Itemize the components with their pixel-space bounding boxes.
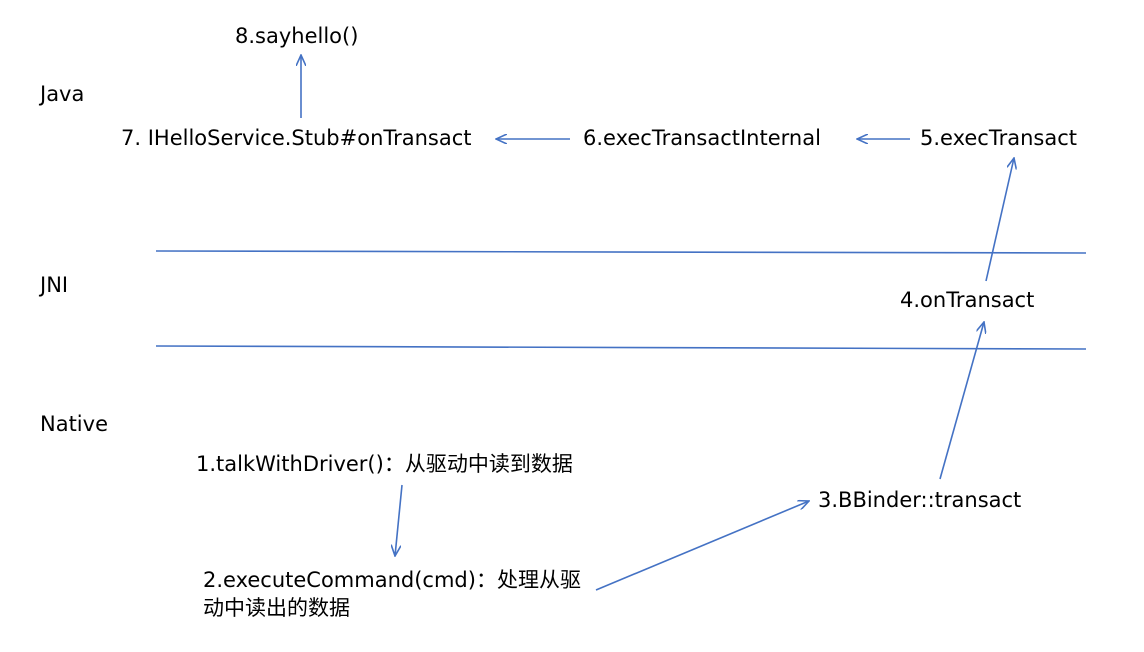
layer-label-jni: JNI xyxy=(40,273,69,297)
step-2-label: 2.executeCommand(cmd)：处理从驱动中读出的数据 xyxy=(203,568,581,620)
step-1-label: 1.talkWithDriver()：从驱动中读到数据 xyxy=(196,452,573,476)
java-jni-separator xyxy=(155,250,1087,254)
layer-label-java: Java xyxy=(40,82,85,106)
jni-native-separator xyxy=(155,345,1087,350)
arrow-3-to-4 xyxy=(939,322,984,480)
step-5-label: 5.execTransact xyxy=(920,126,1077,150)
arrow-2-to-3 xyxy=(595,501,809,591)
step-7-label: 7. IHelloService.Stub#onTransact xyxy=(121,126,472,150)
arrow-1-to-2 xyxy=(395,484,403,556)
arrow-4-to-5 xyxy=(985,158,1014,282)
step-8-label: 8.sayhello() xyxy=(235,24,359,48)
step-4-label: 4.onTransact xyxy=(900,288,1035,312)
layer-label-native: Native xyxy=(40,412,108,436)
step-6-label: 6.execTransactInternal xyxy=(583,126,821,150)
step-3-label: 3.BBinder::transact xyxy=(818,488,1022,512)
